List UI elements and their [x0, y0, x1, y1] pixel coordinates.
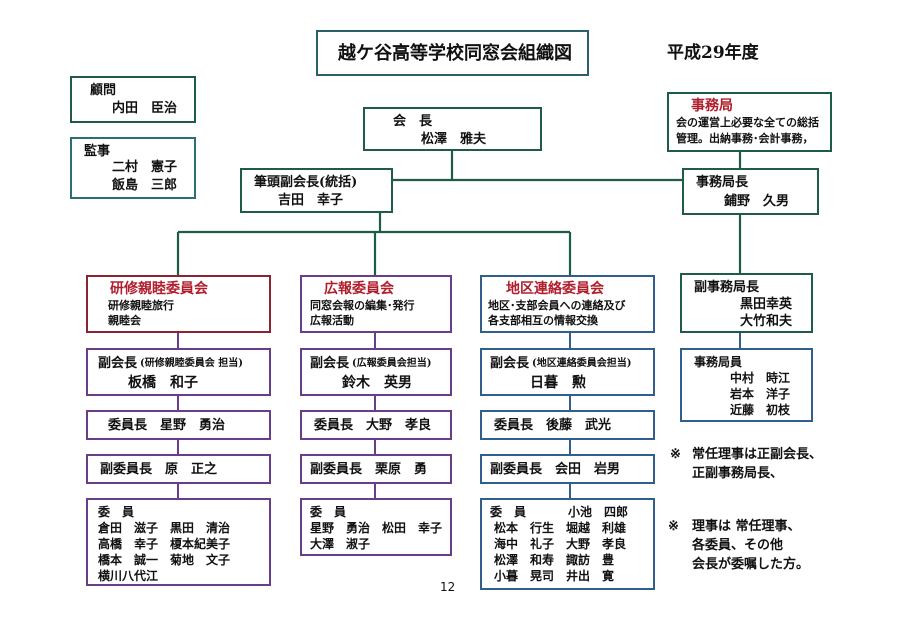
secretariat-label: 事務局 [691, 98, 733, 114]
vp-note: (地区連絡委員会担当) [532, 358, 632, 369]
senior-vp-name: 吉田 幸子 [278, 193, 344, 208]
vp-label: 副会長 [490, 356, 530, 371]
committee-desc: 研修親睦旅行 [108, 299, 174, 312]
deputy-secretariat-name: 黒田幸英 [740, 297, 793, 312]
president-box: 会 長 松澤 雅夫 [363, 107, 542, 151]
vice-chair: 副委員長 栗原 勇 [310, 462, 428, 477]
president-label: 会 長 [393, 114, 433, 129]
committee-box-pr: 広報委員会 同窓会報の編集･発行 広報活動 [300, 275, 452, 333]
committee-vice-chair-box: 副委員長 原 正之 [86, 454, 271, 484]
committee-vp-box: 副会長 (研修親睦委員会 担当) 板橋 和子 [86, 348, 271, 396]
secretariat-head-label: 事務局長 [696, 175, 749, 190]
secretariat-head-box: 事務局長 鋪野 久男 [682, 168, 819, 215]
committee-vice-chair-box: 副委員長 会田 岩男 [480, 454, 655, 484]
committee-desc: 親睦会 [108, 314, 141, 327]
note-mark: ※ [668, 519, 679, 534]
deputy-secretariat-box: 副事務局長 黒田幸英 大竹和夫 [680, 273, 813, 333]
note-text: 理事は 常任理事、 各委員、その他 会長が委嘱した方。 [692, 519, 810, 572]
note-text: 常任理事は正副会長、 正副事務局長、 [692, 447, 823, 481]
member-row: 松澤 和寿 諏訪 豊 [494, 553, 615, 567]
committee-vice-chair-box: 副委員長 栗原 勇 [300, 454, 452, 484]
chart-title-box: 越ケ谷高等学校同窓会組織図 [316, 30, 589, 76]
secretariat-desc: 会の運営上必要な全ての総括 [676, 116, 819, 129]
member-row: 倉田 滋子 黒田 清治 [98, 521, 231, 535]
member-row: 橋本 誠一 菊地 文子 [98, 553, 231, 567]
chart-title: 越ケ谷高等学校同窓会組織図 [338, 43, 572, 64]
page-number: 12 [440, 580, 456, 594]
staff-label: 事務局員 [694, 355, 743, 369]
vp-name: 板橋 和子 [128, 375, 198, 391]
committee-chair-box: 委員長 大野 孝良 [300, 410, 452, 440]
committee-box-district: 地区連絡委員会 地区･支部会員への連絡及び 各支部相互の情報交換 [480, 275, 655, 333]
members-label: 委 員 [310, 505, 347, 519]
deputy-secretariat-name: 大竹和夫 [740, 314, 793, 329]
members-label: 委 員 [490, 505, 527, 519]
senior-vp-box: 筆頭副会長(統括) 吉田 幸子 [240, 168, 393, 213]
note-mark: ※ [670, 447, 681, 462]
chair: 委員長 後藤 武光 [494, 418, 612, 433]
committee-chair-box: 委員長 後藤 武光 [480, 410, 655, 440]
staff-name: 岩本 洋子 [730, 387, 791, 401]
committee-desc: 各支部相互の情報交換 [488, 314, 598, 327]
vice-chair: 副委員長 原 正之 [100, 462, 218, 477]
staff-box: 事務局員 中村 時江 岩本 洋子 近藤 初枝 [680, 348, 813, 422]
member-row: 小暮 晃司 井出 寛 [494, 569, 615, 583]
fiscal-year: 平成29年度 [667, 43, 759, 63]
member-row: 横川八代江 [98, 569, 159, 583]
vp-label: 副会長 [98, 356, 138, 371]
committee-title: 広報委員会 [324, 281, 394, 297]
committee-desc: 同窓会報の編集･発行 [310, 299, 415, 312]
member-row: 星野 勇治 松田 幸子 [310, 521, 443, 535]
advisor-label: 顧問 [90, 83, 117, 98]
vp-name: 鈴木 英男 [342, 375, 412, 391]
member-row: 小池 四郎 [568, 505, 629, 519]
staff-name: 近藤 初枝 [730, 403, 791, 417]
member-row: 海中 礼子 大野 孝良 [494, 537, 627, 551]
auditor-name: 飯島 三郎 [112, 178, 178, 193]
committee-desc: 広報活動 [310, 314, 354, 327]
committee-vp-box: 副会長 (広報委員会担当) 鈴木 英男 [300, 348, 452, 396]
members-label: 委 員 [98, 505, 135, 519]
member-row: 松本 行生 堀越 利雄 [494, 521, 627, 535]
secretariat-desc: 管理。出納事務･会計事務， [676, 132, 814, 145]
committee-members-box: 委 員 星野 勇治 松田 幸子 大澤 淑子 [300, 498, 452, 556]
vp-label: 副会長 [310, 356, 350, 371]
member-row: 高橋 幸子 榎本紀美子 [98, 537, 231, 551]
committee-vp-box: 副会長 (地区連絡委員会担当) 日暮 勲 [480, 348, 655, 396]
deputy-secretariat-label: 副事務局長 [694, 280, 760, 295]
staff-name: 中村 時江 [730, 371, 791, 385]
committee-title: 研修親睦委員会 [110, 281, 208, 297]
secretariat-head-name: 鋪野 久男 [724, 194, 790, 209]
vice-chair: 副委員長 会田 岩男 [490, 462, 621, 477]
committee-box-training: 研修親睦委員会 研修親睦旅行 親睦会 [86, 275, 271, 333]
vp-note: (広報委員会担当) [352, 358, 432, 369]
member-row: 大澤 淑子 [310, 537, 371, 551]
committee-members-box: 委 員 小池 四郎 松本 行生 堀越 利雄 海中 礼子 大野 孝良 松澤 和寿 … [480, 498, 655, 590]
committee-members-box: 委 員 倉田 滋子 黒田 清治 高橋 幸子 榎本紀美子 橋本 誠一 菊地 文子 … [86, 498, 271, 586]
vp-note: (研修親睦委員会 担当) [140, 358, 243, 369]
auditor-name: 二村 憲子 [112, 160, 178, 175]
auditor-label: 監事 [84, 144, 111, 159]
vp-name: 日暮 勲 [530, 375, 586, 391]
committee-title: 地区連絡委員会 [506, 281, 604, 297]
chair: 委員長 星野 勇治 [108, 418, 226, 433]
senior-vp-label: 筆頭副会長(統括) [254, 175, 358, 190]
president-name: 松澤 雅夫 [421, 132, 487, 147]
committee-desc: 地区･支部会員への連絡及び [488, 299, 626, 312]
auditor-box: 監事 二村 憲子 飯島 三郎 [70, 137, 196, 199]
secretariat-box: 事務局 会の運営上必要な全ての総括 管理。出納事務･会計事務， [667, 92, 832, 152]
chair: 委員長 大野 孝良 [314, 418, 432, 433]
advisor-name: 内田 臣治 [112, 101, 178, 116]
committee-chair-box: 委員長 星野 勇治 [86, 410, 271, 440]
advisor-box: 顧問 内田 臣治 [70, 76, 196, 123]
